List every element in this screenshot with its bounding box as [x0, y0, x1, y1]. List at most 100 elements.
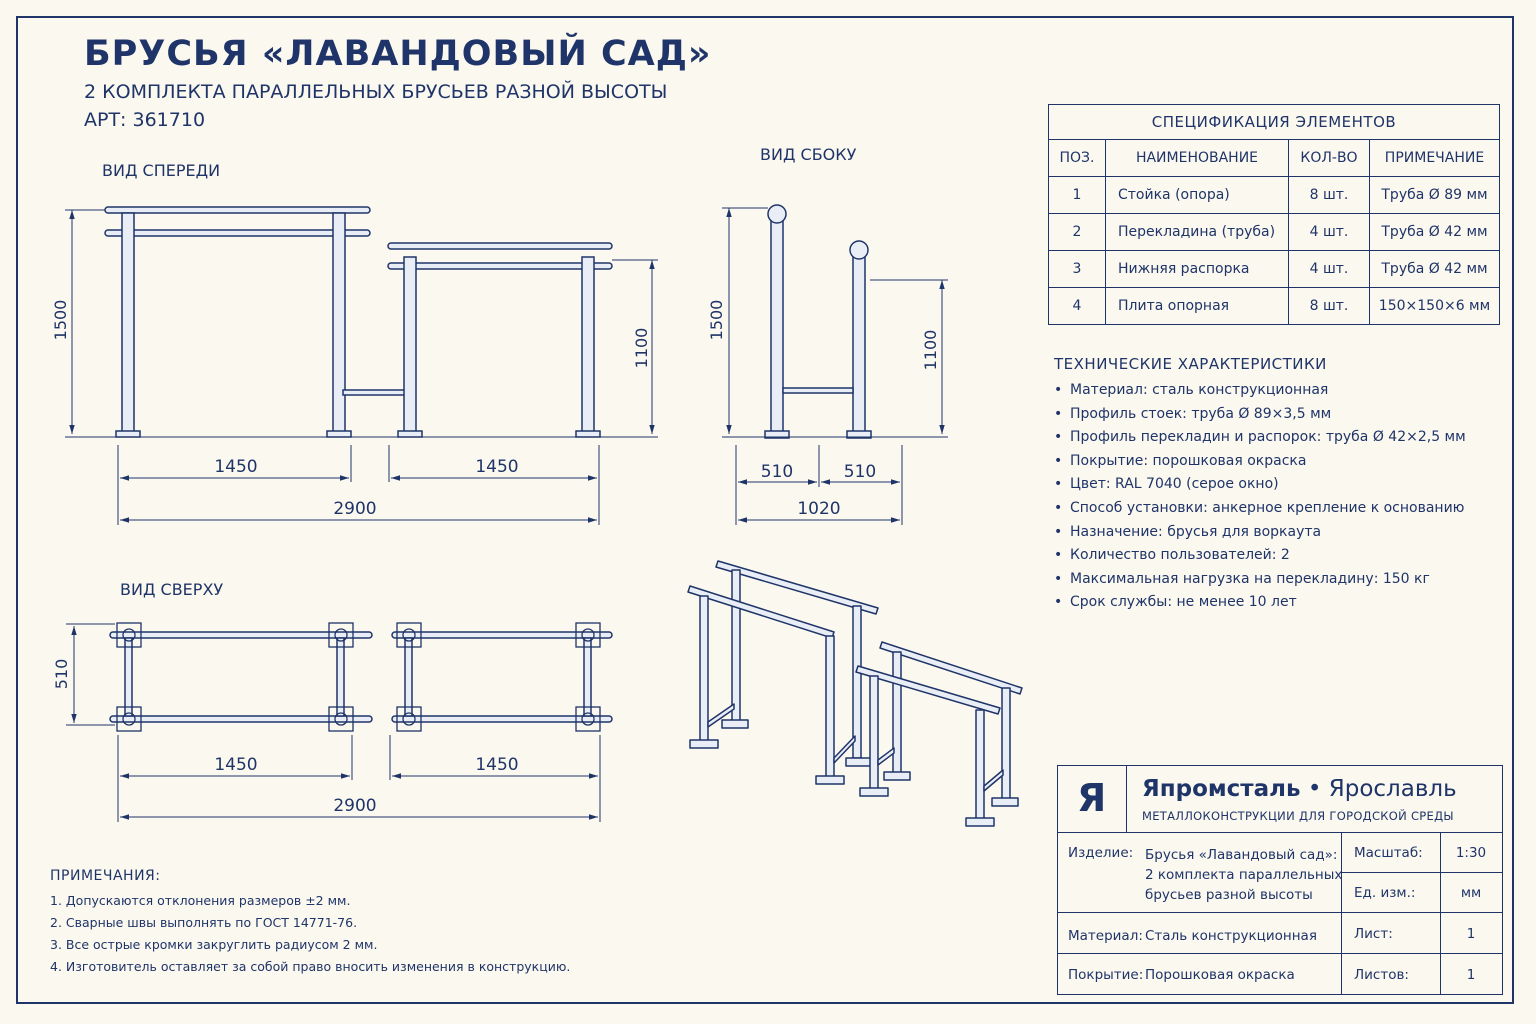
front-low-rail-top [387, 242, 613, 250]
spec-caption: СПЕЦИФИКАЦИЯ ЭЛЕМЕНТОВ [1048, 104, 1500, 140]
top-base-plate [328, 622, 354, 648]
list-item: Максимальная нагрузка на перекладину: 15… [1062, 568, 1466, 592]
front-base-plate [115, 430, 141, 438]
scale-value: 1:30 [1455, 845, 1487, 861]
spec-cell: 8 шт. [1288, 287, 1370, 325]
title-block: Я Япромсталь • Ярославль МЕТАЛЛОКОНСТРУК… [1057, 765, 1503, 995]
front-low-rail-low [387, 262, 613, 270]
spec-cell: 4 шт. [1288, 213, 1370, 251]
front-low-post-right [581, 256, 595, 433]
top-spacer [124, 637, 133, 717]
grid-line [1341, 832, 1342, 994]
table-row: 1 Стойка (опора) 8 шт. Труба Ø 89 мм [1048, 176, 1500, 214]
company-city: Ярославль [1328, 776, 1457, 802]
front-base-plate [575, 430, 601, 438]
front-tall-rail-top [104, 206, 371, 214]
top-rail [391, 715, 613, 723]
top-spacer [404, 637, 413, 717]
dim-text: 1450 [214, 755, 257, 775]
spec-header: ПОЗ. [1048, 139, 1106, 177]
spec-cell: 1 [1048, 176, 1106, 214]
grid-line [1058, 953, 1502, 954]
spec-table: СПЕЦИФИКАЦИЯ ЭЛЕМЕНТОВ ПОЗ. НАИМЕНОВАНИЕ… [1048, 104, 1500, 325]
side-base-plate [846, 430, 872, 439]
spec-header: НАИМЕНОВАНИЕ [1105, 139, 1289, 177]
top-spacer [336, 637, 345, 717]
table-row: 2 Перекладина (труба) 4 шт. Труба Ø 42 м… [1048, 213, 1500, 251]
list-item: Назначение: брусья для воркаута [1062, 521, 1466, 545]
spec-cell: Труба Ø 89 мм [1369, 176, 1500, 214]
unit-value: мм [1460, 885, 1482, 901]
tech-heading: ТЕХНИЧЕСКИЕ ХАРАКТЕРИСТИКИ [1054, 355, 1327, 373]
sheet-label: Лист: [1354, 926, 1393, 942]
article-number: АРТ: 361710 [84, 109, 206, 131]
grid-line [1058, 912, 1502, 913]
dim-text: 1100 [921, 330, 940, 371]
top-base-plate [116, 706, 142, 732]
list-item: Покрытие: порошковая окраска [1062, 450, 1466, 474]
top-view-drawing: 510 1450 1450 2900 [52, 622, 613, 822]
side-tall-rail-end [767, 204, 787, 224]
dim-text: 510 [844, 462, 876, 482]
side-view-drawing: 1500 1100 510 510 1020 [707, 204, 948, 525]
dim-text: 1100 [632, 328, 651, 369]
top-rail [109, 715, 373, 723]
dim-text: 1500 [51, 300, 70, 341]
product-line: брусьев разной высоты [1145, 887, 1313, 903]
dim-text: 1500 [707, 300, 726, 341]
spec-cell: Плита опорная [1105, 287, 1289, 325]
top-base-plate [396, 706, 422, 732]
isometric-view-drawing [687, 560, 1023, 827]
iso-low-set [855, 641, 1023, 827]
top-base-plate [575, 622, 601, 648]
list-item: Материал: сталь конструкционная [1062, 379, 1466, 403]
coating-value: Порошковая окраска [1145, 967, 1295, 983]
sheet-frame [16, 16, 1514, 1004]
note-item: 2. Сварные швы выполнять по ГОСТ 14771-7… [50, 915, 358, 930]
top-base-plate [328, 706, 354, 732]
top-rail [391, 631, 613, 639]
list-item: Количество пользователей: 2 [1062, 544, 1466, 568]
dim-text: 1450 [214, 457, 257, 477]
company-tagline: МЕТАЛЛОКОНСТРУКЦИИ ДЛЯ ГОРОДСКОЙ СРЕДЫ [1142, 809, 1454, 823]
spec-cell: Стойка (опора) [1105, 176, 1289, 214]
dim-text: 510 [761, 462, 793, 482]
table-row: 4 Плита опорная 8 шт. 150×150×6 мм [1048, 287, 1500, 325]
front-low-post-left [403, 256, 417, 433]
dim-text: 1450 [475, 755, 518, 775]
spec-header: КОЛ-ВО [1288, 139, 1370, 177]
top-base-plate [116, 622, 142, 648]
drawing-subtitle: 2 КОМПЛЕКТА ПАРАЛЛЕЛЬНЫХ БРУСЬЕВ РАЗНОЙ … [84, 81, 668, 103]
front-view-label: ВИД СПЕРЕДИ [102, 161, 221, 180]
spec-cell: Труба Ø 42 мм [1369, 213, 1500, 251]
spec-cell: 4 [1048, 287, 1106, 325]
front-lower-spacer [342, 389, 406, 396]
side-base-plate [764, 430, 790, 439]
spec-cell: Нижняя распорка [1105, 250, 1289, 288]
list-item: Способ установки: анкерное крепление к о… [1062, 497, 1466, 521]
company-separator: • [1300, 776, 1329, 802]
side-low-rail-end [849, 240, 869, 260]
top-view-label: ВИД СВЕРХУ [120, 580, 224, 599]
spec-header: ПРИМЕЧАНИЕ [1369, 139, 1500, 177]
front-base-plate [326, 430, 352, 438]
list-item: Профиль перекладин и распорок: труба Ø 4… [1062, 426, 1466, 450]
note-item: 3. Все острые кромки закруглить радиусом… [50, 937, 378, 952]
spec-cell: 2 [1048, 213, 1106, 251]
product-line: Брусья «Лавандовый сад»: [1145, 847, 1338, 863]
tech-specs: ТЕХНИЧЕСКИЕ ХАРАКТЕРИСТИКИ Материал: ста… [1054, 355, 1466, 615]
product-name: Брусья «Лавандовый сад»: 2 комплекта пар… [1145, 845, 1342, 905]
side-lower-spacer [782, 387, 854, 394]
coating-label: Покрытие: [1068, 967, 1144, 983]
list-item: Цвет: RAL 7040 (серое окно) [1062, 473, 1466, 497]
logo-box: Я [1058, 766, 1127, 832]
top-spacer [583, 637, 592, 717]
note-item: 1. Допускаются отклонения размеров ±2 мм… [50, 893, 351, 908]
sheets-label: Листов: [1354, 967, 1409, 983]
spec-cell: 3 [1048, 250, 1106, 288]
spec-cell: 150×150×6 мм [1369, 287, 1500, 325]
side-view-label: ВИД СБОКУ [760, 145, 857, 164]
top-base-plate [575, 706, 601, 732]
dim-text: 2900 [333, 499, 376, 519]
